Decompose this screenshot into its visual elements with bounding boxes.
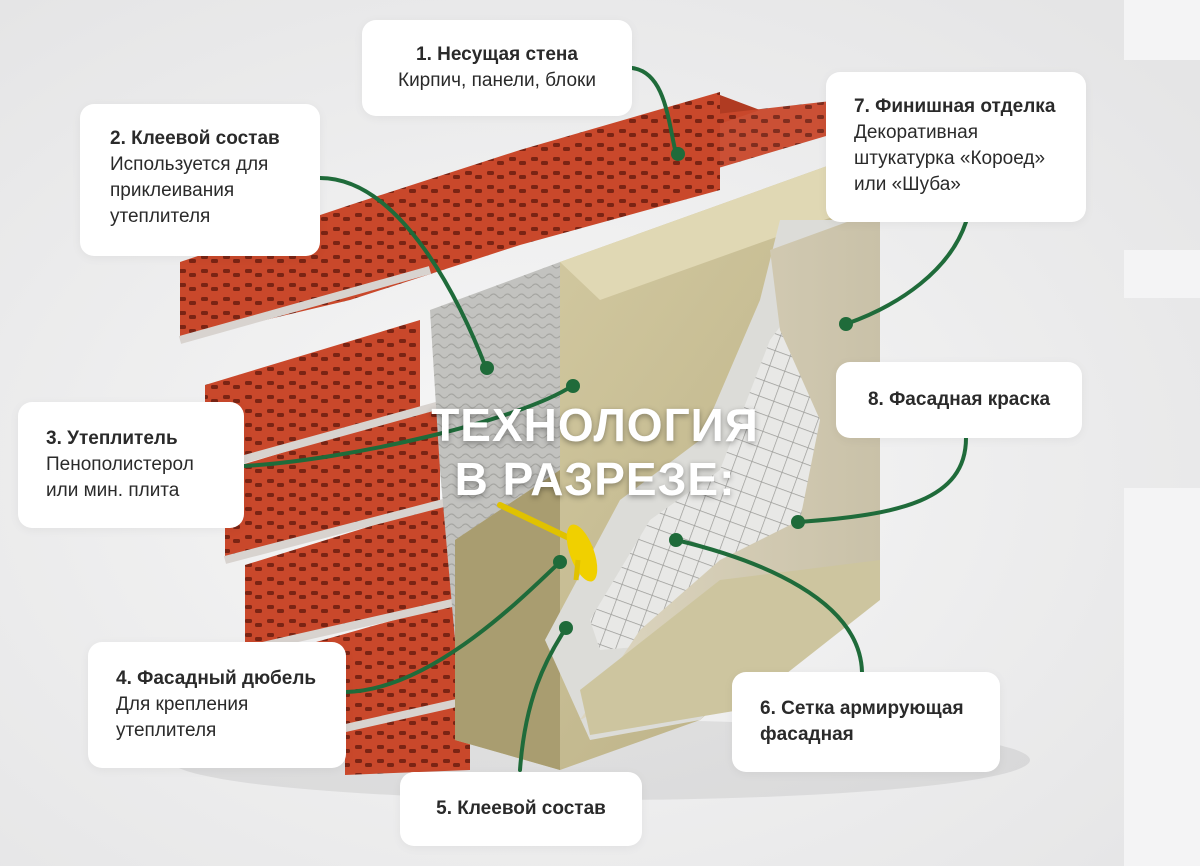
callout-adhesive: 2. Клеевой состав Используется для прикл…	[80, 104, 320, 256]
leader-lines	[242, 66, 968, 772]
leader-line-4	[344, 560, 562, 694]
callout-title: 2. Клеевой состав	[110, 128, 280, 149]
callout-desc-line: приклеивания	[110, 180, 235, 201]
callout-desc-line: или «Шуба»	[854, 174, 961, 195]
finish-plaster	[580, 210, 880, 720]
callout-desc-line: Пенополистерол	[46, 454, 194, 475]
callout-desc-line: или мин. плита	[46, 480, 180, 501]
callout-insulation: 3. Утеплитель Пенополистерол или мин. пл…	[18, 402, 244, 528]
callout-title: 3. Утеплитель	[46, 428, 178, 449]
callout-title: 8. Фасадная краска	[867, 389, 1051, 410]
callout-finish: 7. Финишная отделка Декоративная штукату…	[826, 72, 1086, 222]
leader-line-5	[518, 626, 568, 772]
leader-line-6	[674, 538, 864, 674]
facade-paint-edge	[580, 560, 880, 735]
callout-title: 1. Несущая стена	[416, 44, 578, 65]
callout-title: 4. Фасадный дюбель	[116, 668, 317, 689]
right-strip	[1124, 0, 1200, 60]
callout-title-line: фасадная	[760, 724, 854, 745]
callout-title-line: 6. Сетка армирующая	[760, 698, 964, 719]
callout-facade-paint: 8. Фасадная краска	[836, 362, 1082, 438]
right-strip	[1124, 250, 1200, 298]
callout-reinforcing-mesh: 6. Сетка армирующая фасадная	[732, 672, 1000, 772]
leader-dots	[480, 147, 853, 635]
leader-line-7	[844, 220, 968, 326]
headline-line-2: В РАЗРЕЗЕ:	[454, 453, 736, 505]
callout-desc-line: Используется для	[110, 154, 269, 175]
callout-desc-line: утеплителя	[116, 720, 217, 741]
callout-facade-dowel: 4. Фасадный дюбель Для крепления утеплит…	[88, 642, 346, 768]
leader-line-2	[318, 176, 488, 370]
callout-desc-line: штукатурка «Короед»	[854, 148, 1046, 169]
headline-line-1: ТЕХНОЛОГИЯ	[431, 399, 759, 451]
leader-line-1	[630, 66, 678, 156]
leader-line-3	[242, 384, 574, 468]
callout-bearing-wall: 1. Несущая стена Кирпич, панели, блоки	[362, 20, 632, 116]
headline: ТЕХНОЛОГИЯ В РАЗРЕЗЕ:	[390, 398, 800, 506]
callout-adhesive-2: 5. Клеевой состав	[400, 772, 642, 846]
callout-desc: Кирпич, панели, блоки	[398, 70, 596, 91]
callout-title: 5. Клеевой состав	[436, 798, 606, 819]
facade-dowel	[497, 502, 598, 582]
callout-desc-line: Для крепления	[116, 694, 249, 715]
callout-desc-line: Декоративная	[854, 122, 979, 143]
brick-wall	[178, 92, 880, 775]
right-strip	[1124, 488, 1200, 866]
callout-title: 7. Финишная отделка	[854, 96, 1056, 117]
leader-line-8	[796, 436, 968, 524]
callout-desc-line: утеплителя	[110, 206, 211, 227]
